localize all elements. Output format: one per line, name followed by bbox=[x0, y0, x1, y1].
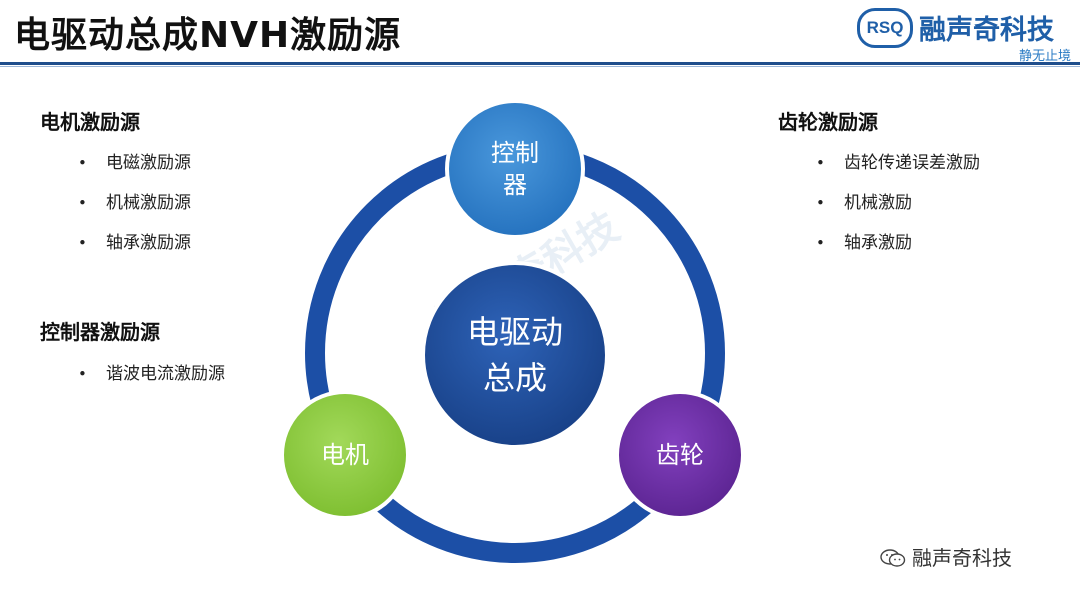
center-node bbox=[421, 261, 609, 449]
controller-node-label: 控制 器 bbox=[455, 137, 575, 201]
center-label-line2: 总成 bbox=[482, 359, 547, 397]
section-title-controller: 控制器激励源 bbox=[40, 320, 160, 344]
list-item: 电磁激励源 bbox=[78, 143, 191, 183]
motor-node-label: 电机 bbox=[321, 441, 369, 469]
nvh-diagram: 融声奇科技 电驱动 总成 控制 器 电机 齿轮 bbox=[270, 90, 790, 600]
center-node-label: 电驱动 总成 bbox=[425, 309, 605, 401]
logo-slogan: 静无止境 bbox=[1018, 49, 1071, 64]
section-title-gear: 齿轮激励源 bbox=[778, 110, 878, 134]
company-logo: RSQ 融声奇科技 静无止境 bbox=[855, 4, 1077, 64]
logo-name: 融声奇科技 bbox=[919, 15, 1054, 46]
controller-label-line2: 器 bbox=[503, 171, 527, 199]
motor-source-list: 电磁激励源 机械激励源 轴承激励源 bbox=[78, 143, 191, 263]
logo-badge: RSQ bbox=[857, 8, 913, 48]
title-rule-thin bbox=[0, 66, 1080, 67]
center-label-line1: 电驱动 bbox=[466, 313, 563, 351]
list-item: 谐波电流激励源 bbox=[78, 354, 225, 394]
controller-node bbox=[445, 99, 585, 239]
section-title-motor: 电机激励源 bbox=[40, 110, 140, 134]
list-item: 轴承激励 bbox=[816, 223, 980, 263]
gear-source-list: 齿轮传递误差激励 机械激励 轴承激励 bbox=[816, 143, 980, 263]
gear-node bbox=[615, 390, 745, 520]
watermark-text: 融声奇科技 bbox=[912, 546, 1012, 570]
controller-label-line1: 控制 bbox=[491, 139, 539, 167]
motor-node bbox=[280, 390, 410, 520]
list-item: 轴承激励源 bbox=[78, 223, 191, 263]
title-rule bbox=[0, 62, 1080, 65]
list-item: 机械激励 bbox=[816, 183, 980, 223]
controller-source-list: 谐波电流激励源 bbox=[78, 354, 225, 394]
diagram-svg: 融声奇科技 bbox=[280, 99, 745, 563]
wechat-watermark: 融声奇科技 bbox=[880, 542, 1012, 571]
list-item: 机械激励源 bbox=[78, 183, 191, 223]
list-item: 齿轮传递误差激励 bbox=[816, 143, 980, 183]
wechat-icon bbox=[880, 549, 906, 567]
gear-node-label: 齿轮 bbox=[656, 441, 704, 469]
slide-title: 电驱动总成NVH激励源 bbox=[14, 15, 402, 56]
